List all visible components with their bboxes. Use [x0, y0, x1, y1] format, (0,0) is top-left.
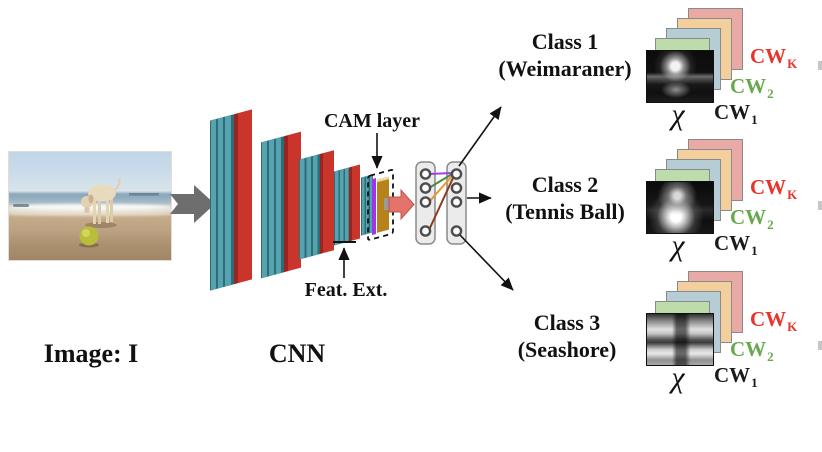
cropped-edge-mark [818, 341, 822, 350]
chi-label: χ [671, 361, 685, 394]
cw2-sub: 2 [767, 86, 774, 102]
cw2-base: CW [730, 337, 767, 361]
cw1-sub: 1 [751, 243, 758, 259]
cw1-sub: 1 [751, 112, 758, 128]
activation-map-seashore [646, 313, 714, 366]
cam-stack-class-3: χ CW1 CW2 CWK [640, 265, 822, 397]
cam-layer-block [367, 169, 394, 241]
cam-dashed-outline [367, 169, 394, 241]
cwk-label: CWK [750, 175, 798, 203]
cam-stack-class-1: χ CW1 CW2 CWK [640, 2, 822, 134]
cw1-label: CW1 [714, 231, 758, 259]
class-2-title: Class 2 [531, 172, 599, 197]
conv-block-3 [299, 150, 334, 260]
weight-line-maroon [428, 177, 454, 231]
dog-icon [81, 177, 121, 224]
cw1-base: CW [714, 363, 751, 387]
cw2-label: CW2 [730, 74, 774, 102]
cw2-label: CW2 [730, 337, 774, 365]
cwk-sub: K [787, 187, 798, 203]
cnn-label: CNN [268, 339, 326, 368]
cwk-sub: K [787, 56, 798, 72]
input-image-label: Image: I [43, 339, 139, 368]
connector-stub [384, 198, 390, 210]
dog-and-ball-illustration [13, 177, 159, 248]
cw1-label: CW1 [714, 100, 758, 128]
cw1-sub: 1 [751, 375, 758, 391]
class-1-subtitle: (Weimaraner) [498, 56, 632, 81]
weight-line-orange [428, 175, 453, 203]
cropped-edge-mark [818, 61, 822, 70]
cwk-label: CWK [750, 44, 798, 72]
class-3-subtitle: (Seashore) [517, 337, 617, 362]
cw1-label: CW1 [714, 363, 758, 391]
sea-foam [9, 211, 171, 216]
cwk-base: CW [750, 175, 787, 199]
activation-map-weimaraner [646, 50, 714, 103]
weight-line-purple [428, 172, 453, 175]
cam-gold-slab [377, 176, 389, 233]
cwk-sub: K [787, 319, 798, 335]
feature-extractor-block [361, 174, 373, 236]
weight-line-green [428, 173, 453, 189]
ball-highlight [82, 229, 90, 237]
cw2-sub: 2 [767, 349, 774, 365]
input-image-dog-beach [8, 151, 172, 261]
conv-block-1 [210, 109, 252, 291]
chi-label: χ [671, 98, 685, 131]
arrow-to-class-1 [458, 106, 502, 167]
horizon-pier [129, 193, 159, 196]
cw2-label: CW2 [730, 205, 774, 233]
feature-extractor-label: Feat. Ext. [304, 279, 388, 301]
cam-output-arrow-icon [388, 188, 415, 221]
cam-layer-label: CAM layer [323, 110, 421, 132]
class-3-title: Class 3 [533, 310, 601, 335]
cw2-sub: 2 [767, 217, 774, 233]
input-flow-arrow-icon [170, 185, 215, 223]
cwk-base: CW [750, 307, 787, 331]
rocks [13, 204, 29, 207]
cropped-edge-mark [818, 201, 822, 210]
activation-map-tennis-ball [646, 181, 714, 234]
class-1-label: Class 1 (Weimaraner) [486, 28, 644, 82]
conv-block-4 [334, 164, 360, 246]
cw1-base: CW [714, 100, 751, 124]
class-1-title: Class 1 [531, 29, 599, 54]
cam-purple-slab [372, 178, 376, 236]
cam-stack-class-2: χ CW1 CW2 CWK [640, 133, 822, 265]
conv-block-2 [261, 131, 301, 279]
class-3-label: Class 3 (Seashore) [488, 309, 646, 363]
class-2-label: Class 2 (Tennis Ball) [486, 171, 644, 225]
cw2-base: CW [730, 205, 767, 229]
cwk-base: CW [750, 44, 787, 68]
class-2-subtitle: (Tennis Ball) [505, 199, 625, 224]
chi-label: χ [671, 229, 685, 262]
cw2-base: CW [730, 74, 767, 98]
arrow-to-class-3 [459, 234, 514, 291]
cwk-label: CWK [750, 307, 798, 335]
fc-nodes [419, 168, 463, 237]
cw1-base: CW [714, 231, 751, 255]
